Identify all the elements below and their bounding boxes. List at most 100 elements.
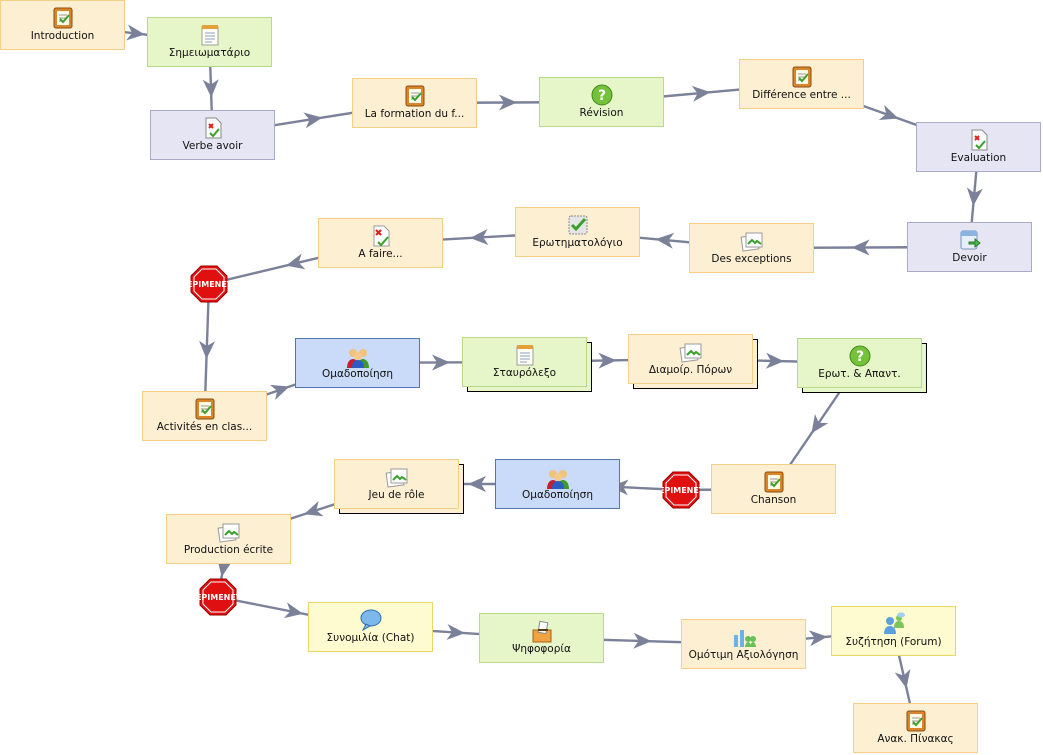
transition-arrow xyxy=(498,94,517,111)
transition-arrow xyxy=(633,632,652,649)
activity-label: Jeu de rôle xyxy=(368,489,425,501)
activity-jeu-de-role[interactable]: Jeu de rôle xyxy=(334,459,459,509)
image-icon xyxy=(679,340,703,364)
activity-label: Ανακ. Πίνακας xyxy=(877,733,954,745)
assessment-icon xyxy=(201,116,225,140)
activity-label: Différence entre ... xyxy=(752,89,851,101)
transition-arrow xyxy=(468,476,486,492)
transition-arrow xyxy=(894,668,911,689)
peer-review-icon xyxy=(732,625,756,649)
activity-label: Ομαδοποίηση xyxy=(322,368,393,380)
activity-label: Συνομιλία (Chat) xyxy=(326,632,415,644)
activity-verbe-avoir[interactable]: Verbe avoir xyxy=(150,110,275,160)
transition-arrow xyxy=(808,630,828,647)
activity-label: Ερωτηματολόγιο xyxy=(532,237,623,249)
activity-revision[interactable]: ? Révision xyxy=(539,77,664,127)
forum-icon xyxy=(882,612,906,636)
activity-psifoforia[interactable]: Ψηφοφορία xyxy=(479,613,604,663)
transition-arrow xyxy=(598,352,617,369)
group-icon xyxy=(346,344,370,368)
activity-omotimi[interactable]: Ομότιμη Αξιολόγηση xyxy=(681,619,806,669)
svg-text:ΠΕΡΙΜΕΝΕΤΕ: ΠΕΡΙΜΕΝΕΤΕ xyxy=(199,593,237,602)
activity-activites-en-classe[interactable]: Activités en clas... xyxy=(142,391,267,441)
notebook-icon xyxy=(762,470,786,494)
activity-anak-pinakas[interactable]: Ανακ. Πίνακας xyxy=(853,703,978,753)
activity-label: Ψηφοφορία xyxy=(512,643,571,655)
activity-diamoir-poron[interactable]: Διαμοίρ. Πόρων xyxy=(628,334,753,384)
chat-icon xyxy=(359,608,383,632)
activity-label: Chanson xyxy=(750,494,797,506)
stop-gate-1[interactable]: ΠΕΡΙΜΕΝΕΤΕ xyxy=(190,265,228,303)
activity-label: Activités en clas... xyxy=(156,421,253,433)
transition-arrow xyxy=(199,340,216,359)
activity-label: Evaluation xyxy=(950,152,1007,164)
activity-label: Révision xyxy=(579,107,624,119)
transition-arrow xyxy=(303,112,323,129)
transition-arrow xyxy=(765,352,784,369)
activity-synomilia[interactable]: Συνομιλία (Chat) xyxy=(308,602,433,652)
activity-introduction[interactable]: Introduction xyxy=(0,0,125,50)
activity-omadopoiisi-1[interactable]: Ομαδοποίηση xyxy=(295,338,420,388)
stop-gate-2[interactable]: ΠΕΡΙΜΕΝΕΤΕ xyxy=(662,471,700,509)
transition-arrow xyxy=(878,104,899,121)
image-icon xyxy=(385,465,409,489)
activity-label: Des exceptions xyxy=(711,253,792,265)
svg-text:ΠΕΡΙΜΕΝΕΤΕ: ΠΕΡΙΜΕΝΕΤΕ xyxy=(190,280,228,289)
activity-devoir[interactable]: Devoir xyxy=(907,222,1032,272)
transition-arrow xyxy=(446,623,465,640)
transition-arrow xyxy=(269,384,290,401)
submit-icon xyxy=(958,228,982,252)
activity-la-formation[interactable]: La formation du f... xyxy=(352,78,477,128)
activity-label: Introduction xyxy=(30,30,95,42)
activity-label: Devoir xyxy=(952,252,987,264)
activity-erotimatologio[interactable]: Ερωτηματολόγιο xyxy=(515,207,640,257)
activity-evaluation[interactable]: Evaluation xyxy=(916,122,1041,172)
notebook-icon xyxy=(403,84,427,108)
question-icon: ? xyxy=(590,83,614,107)
svg-text:?: ? xyxy=(597,88,605,104)
activity-semeiomatario[interactable]: Σημειωματάριο xyxy=(147,17,272,67)
assessment-icon xyxy=(967,128,991,152)
activity-a-faire[interactable]: A faire... xyxy=(318,218,443,268)
notepad-icon xyxy=(198,23,222,47)
activity-chanson[interactable]: Chanson xyxy=(711,464,836,514)
svg-text:ΠΕΡΙΜΕΝΕΤΕ: ΠΕΡΙΜΕΝΕΤΕ xyxy=(662,486,700,495)
activity-label: Σταυρόλεξο xyxy=(492,367,557,379)
activity-label: Διαμοίρ. Πόρων xyxy=(648,364,733,376)
stop-gate-3[interactable]: ΠΕΡΙΜΕΝΕΤΕ xyxy=(199,578,237,616)
image-icon xyxy=(217,520,241,544)
transition-arrow xyxy=(126,24,145,41)
notepad-icon xyxy=(513,343,537,367)
task-icon xyxy=(369,224,393,248)
transition-arrow xyxy=(283,602,304,619)
transition-arrow xyxy=(811,414,829,434)
activity-production-ecrite[interactable]: Production écrite xyxy=(166,514,291,564)
stop-sign-icon: ΠΕΡΙΜΕΝΕΤΕ xyxy=(662,471,700,509)
transition-arrow xyxy=(303,501,324,517)
question-icon: ? xyxy=(848,344,872,368)
group-icon xyxy=(546,465,570,489)
transition-arrow xyxy=(470,229,489,245)
activity-label: Ομαδοποίηση xyxy=(522,489,593,501)
activity-omadopoiisi-2[interactable]: Ομαδοποίηση xyxy=(495,459,620,509)
stop-sign-icon: ΠΕΡΙΜΕΝΕΤΕ xyxy=(190,265,228,303)
notebook-icon xyxy=(193,397,217,421)
activity-des-exceptions[interactable]: Des exceptions xyxy=(689,223,814,273)
transition-arrow xyxy=(431,354,450,371)
checkbox-icon xyxy=(566,213,590,237)
activity-erot-apant[interactable]: ?Ερωτ. & Απαντ. xyxy=(797,338,922,388)
activity-label: Production écrite xyxy=(183,544,274,556)
notebook-icon xyxy=(904,709,928,733)
transition-arrow xyxy=(202,79,219,98)
transition-arrow xyxy=(691,85,711,102)
activity-label: Ερωτ. & Απαντ. xyxy=(818,368,901,380)
transition-arrow xyxy=(655,232,675,249)
transition-arrow xyxy=(285,253,306,270)
activity-stavrolexo[interactable]: Σταυρόλεξο xyxy=(462,337,587,387)
activity-label: Συζήτηση (Forum) xyxy=(845,636,942,648)
activity-label: La formation du f... xyxy=(364,108,465,120)
activity-difference[interactable]: Différence entre ... xyxy=(739,59,864,109)
transition-arrow xyxy=(851,239,870,256)
activity-label: Σημειωματάριο xyxy=(168,47,251,59)
activity-syzitisi[interactable]: Συζήτηση (Forum) xyxy=(831,606,956,656)
